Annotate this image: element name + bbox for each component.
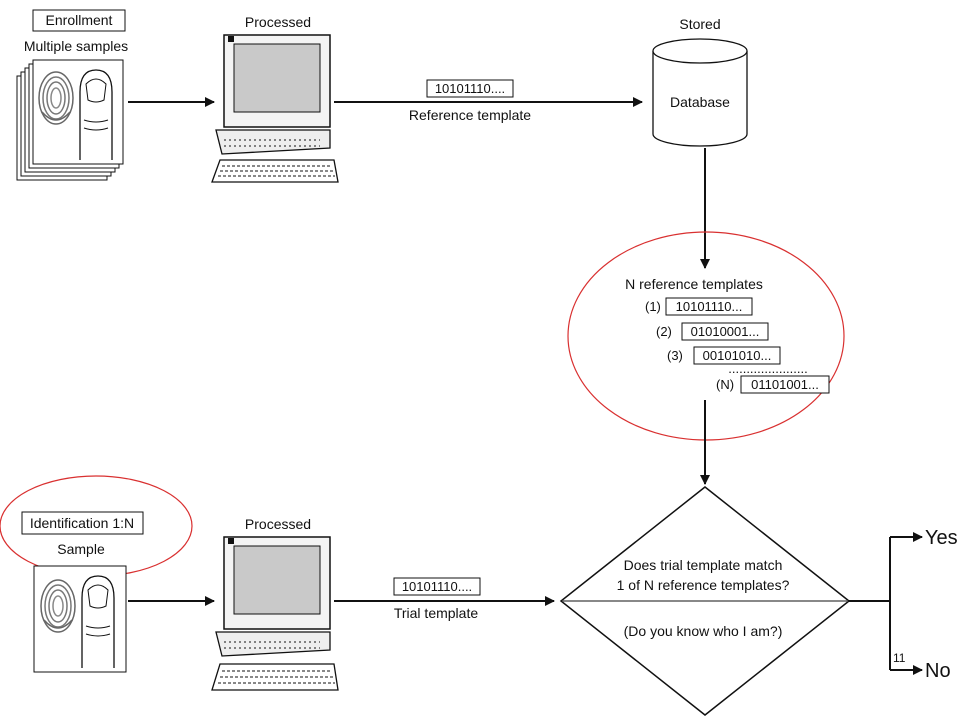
reference-code: 01101001... — [751, 377, 819, 392]
decision-branches — [849, 532, 923, 675]
reference-ellipsis: ...................... — [728, 361, 807, 376]
single-sample-card — [33, 565, 127, 673]
reference-template-code: 10101110.... — [435, 81, 505, 96]
reference-code: 00101010... — [703, 348, 772, 363]
keyboard-icon — [211, 663, 339, 691]
identification-label: Identification 1:N — [30, 515, 134, 531]
no-label: No — [925, 660, 951, 682]
reference-templates-title: N reference templates — [625, 276, 763, 292]
computer-icon — [215, 536, 331, 657]
database-label: Database — [670, 94, 730, 110]
processed-label-bottom: Processed — [245, 516, 311, 532]
reference-item-1: (1) 10101110... — [645, 297, 753, 316]
reference-code: 10101110... — [676, 299, 743, 314]
finger-icon — [81, 575, 115, 668]
finger-icon — [79, 69, 113, 160]
reference-template-label: Reference template — [409, 107, 531, 123]
reference-code: 01010001... — [691, 324, 760, 339]
multiple-samples-stack — [16, 59, 124, 181]
page-number: 11 — [893, 651, 906, 665]
reference-index: (2) — [656, 324, 672, 339]
database-icon: Database — [652, 38, 748, 147]
sample-label: Sample — [57, 541, 105, 557]
decision-diamond: Does trial template match 1 of N referen… — [559, 486, 851, 716]
stored-label: Stored — [679, 16, 720, 32]
enrollment-label: Enrollment — [46, 12, 113, 28]
fingerprint-icon — [38, 71, 74, 125]
reference-item-n: (N) 01101001... — [716, 375, 830, 394]
decision-subtext: (Do you know who I am?) — [624, 623, 783, 639]
computer-icon — [215, 34, 331, 155]
decision-question-line1: Does trial template match — [624, 557, 783, 573]
yes-label: Yes — [925, 527, 958, 549]
reference-index: (1) — [645, 299, 661, 314]
identification-box: Identification 1:N — [21, 511, 144, 535]
fingerprint-icon — [40, 579, 76, 633]
reference-template-code-box: 10101110.... — [426, 79, 514, 98]
keyboard-icon — [211, 159, 339, 183]
enrollment-box: Enrollment — [32, 9, 126, 32]
reference-index: (N) — [716, 377, 734, 392]
reference-item-2: (2) 01010001... — [656, 322, 769, 341]
reference-index: (3) — [667, 348, 683, 363]
trial-template-code-box: 10101110.... — [393, 577, 481, 596]
multiple-samples-label: Multiple samples — [24, 38, 128, 54]
decision-question-line2: 1 of N reference templates? — [617, 577, 790, 593]
trial-template-label: Trial template — [394, 605, 479, 621]
trial-template-code: 10101110.... — [402, 579, 472, 594]
processed-label-top: Processed — [245, 14, 311, 30]
reference-item-3: (3) 00101010... — [667, 346, 781, 365]
